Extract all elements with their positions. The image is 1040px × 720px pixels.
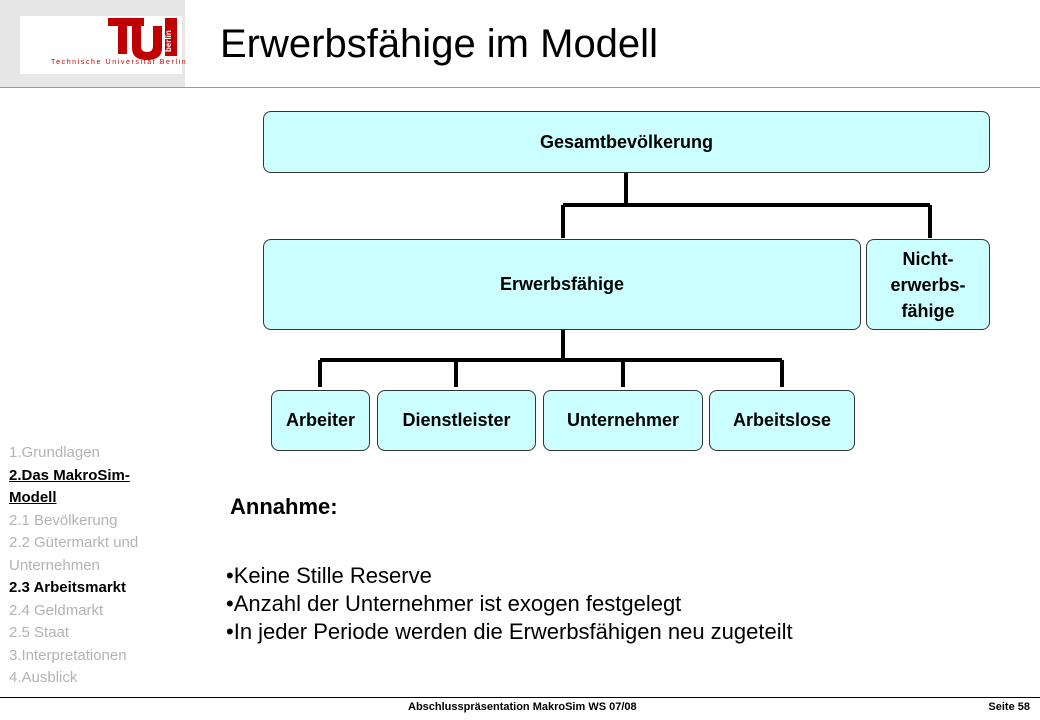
nicht-line-2: erwerbs- xyxy=(890,274,966,295)
logo-subtitle: Technische Universität Berlin xyxy=(51,59,188,66)
box-arbeiter: Arbeiter xyxy=(271,390,370,451)
footer-text: Abschlusspräsentation MakroSim WS 07/08 xyxy=(408,701,637,713)
logo-area: berlin Technische Universität Berlin xyxy=(0,0,188,88)
assumption-heading: Annahme: xyxy=(230,494,338,519)
nav-item-arbeitsmarkt[interactable]: 2.3 Arbeitsmarkt xyxy=(9,579,126,596)
nav-item-makrosim-modell[interactable]: 2.Das MakroSim- xyxy=(9,466,130,484)
box-arbeitslose: Arbeitslose xyxy=(709,390,855,451)
tu-berlin-logo: berlin xyxy=(20,16,182,74)
nav-item-bevoelkerung[interactable]: 2.1 Bevölkerung xyxy=(9,511,118,529)
nicht-line-1: Nicht- xyxy=(902,248,954,269)
assumption-item: •Anzahl der Unternehmer ist exogen festg… xyxy=(226,591,682,616)
box-erwerbsfaehige: Erwerbsfähige xyxy=(263,239,861,330)
nav-item-geldmarkt[interactable]: 2.4 Geldmarkt xyxy=(9,601,104,619)
page-number: Seite 58 xyxy=(988,701,1030,713)
nicht-line-3: fähige xyxy=(901,300,955,321)
box-unternehmer: Unternehmer xyxy=(543,390,703,451)
nav-item-grundlagen[interactable]: 1.Grundlagen xyxy=(9,444,100,461)
section-nav: 1.Grundlagen 2.Das MakroSim- Modell 2.1 … xyxy=(9,442,138,690)
tu-logo-mark-icon: berlin xyxy=(108,18,177,60)
page-title: Erwerbsfähige im Modell xyxy=(220,22,658,66)
box-nicht-erwerbsfaehige: Nicht- erwerbs- fähige xyxy=(866,239,990,330)
assumption-item: •In jeder Periode werden die Erwerbsfähi… xyxy=(226,619,793,644)
footer-divider xyxy=(0,697,1040,698)
assumption-list: •Keine Stille Reserve •Anzahl der Untern… xyxy=(226,562,793,646)
nav-item-interpretationen[interactable]: 3.Interpretationen xyxy=(9,646,127,664)
header-divider xyxy=(0,87,1040,88)
nav-item-makrosim-modell-cont[interactable]: Modell xyxy=(9,489,57,506)
assumption-item: •Keine Stille Reserve xyxy=(226,563,432,588)
svg-text:berlin: berlin xyxy=(164,30,173,52)
box-gesamtbevoelkerung: Gesamtbevölkerung xyxy=(263,111,990,173)
nav-item-ausblick[interactable]: 4.Ausblick xyxy=(9,669,78,686)
box-dienstleister: Dienstleister xyxy=(377,390,536,451)
nav-item-guetermarkt-cont[interactable]: Unternehmen xyxy=(9,556,100,574)
nav-item-guetermarkt[interactable]: 2.2 Gütermarkt und xyxy=(9,534,139,551)
nav-item-staat[interactable]: 2.5 Staat xyxy=(9,624,70,641)
